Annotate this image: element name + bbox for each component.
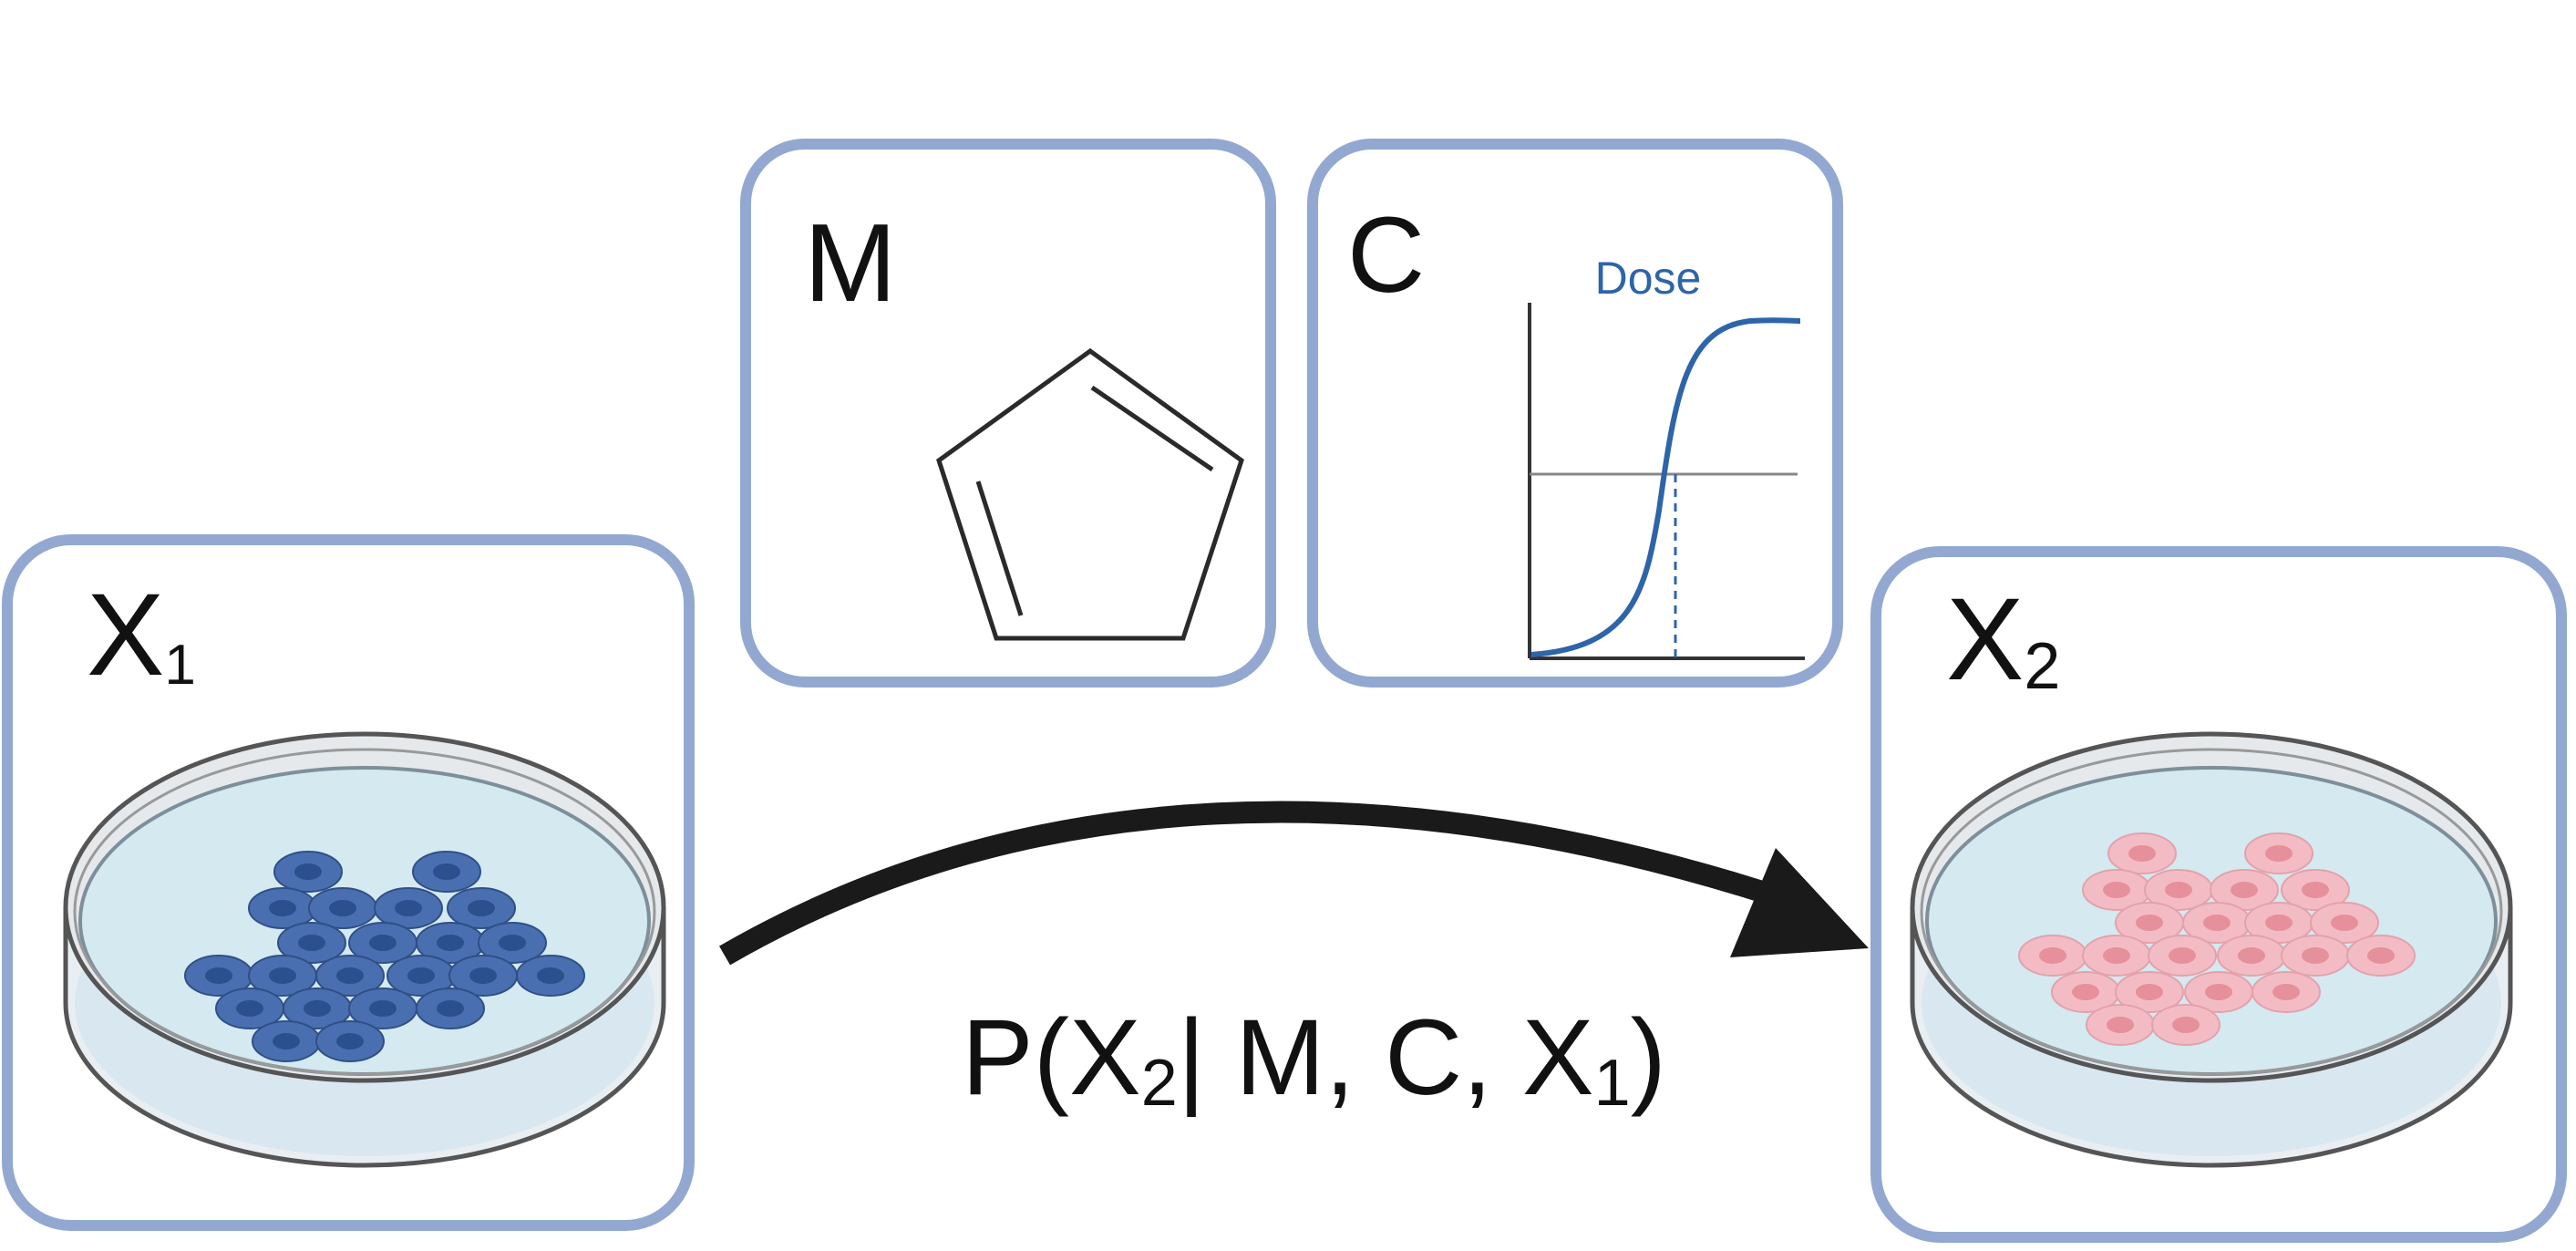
cell-icon (315, 1020, 385, 1062)
panel-m: M (740, 139, 1276, 688)
cell-icon (2184, 971, 2253, 1013)
cell-icon (374, 887, 443, 929)
formula-x2-letter: X (1069, 998, 1141, 1118)
cell-icon (2086, 1004, 2155, 1046)
sigmoid-curve (1530, 317, 1801, 657)
cell-icon (283, 987, 352, 1029)
cell-icon (308, 887, 377, 929)
cell-icon (447, 887, 516, 929)
formula-x2-sub: 2 (1141, 1047, 1178, 1120)
cell-icon (315, 955, 385, 997)
panel-m-letter: M (804, 201, 897, 325)
cell-icon (348, 922, 417, 964)
transition-arrow-icon (718, 801, 1869, 966)
panel-c: C Dose (1307, 139, 1843, 688)
cell-icon (2082, 869, 2151, 911)
cell-icon (2018, 935, 2087, 977)
formula-x1-letter: X (1522, 998, 1594, 1118)
petri-dish-icon (1910, 731, 2513, 1168)
cell-icon (2281, 935, 2350, 977)
cell-icon (2310, 902, 2379, 944)
cell-icon (273, 851, 343, 893)
cell-icon (2251, 971, 2321, 1013)
cell-icon (2217, 935, 2286, 977)
svg-text:X1: X1 (87, 570, 196, 700)
cell-icon (478, 922, 547, 964)
panel-x1: X1 (2, 534, 695, 1231)
panel-x2-letter: X (1946, 574, 2024, 705)
cell-icon (252, 1020, 321, 1062)
cell-icon (248, 955, 317, 997)
blue-cells-icon (184, 851, 585, 1062)
formula-close: ) (1631, 998, 1666, 1118)
panel-x2: X2 (1870, 546, 2567, 1243)
panel-c-letter: C (1347, 195, 1425, 315)
cell-icon (448, 955, 518, 997)
cell-icon (516, 955, 585, 997)
cell-icon (184, 955, 253, 997)
panel-c-frame (1307, 139, 1843, 688)
cell-icon (2281, 869, 2350, 911)
cyclopentadiene-icon (936, 347, 1244, 641)
cell-icon (386, 955, 456, 997)
panel-x2-subscript: 2 (2024, 630, 2060, 703)
dose-curve-label: Dose (1595, 253, 1702, 304)
cell-icon (412, 851, 481, 893)
conditional-probability-formula: P(X2| M, C, X1) (962, 998, 1666, 1120)
cell-icon (277, 922, 346, 964)
cell-icon (2151, 1004, 2221, 1046)
cell-icon (2115, 971, 2184, 1013)
formula-p-open: P( (962, 998, 1069, 1118)
formula-mid: | M, C, (1178, 998, 1522, 1118)
cell-icon (2082, 935, 2151, 977)
svg-text:X2: X2 (1946, 574, 2060, 705)
cell-icon (416, 987, 485, 1029)
cell-icon (2107, 832, 2177, 874)
panel-x1-subscript: 1 (164, 634, 195, 697)
cell-icon (2115, 902, 2184, 944)
cell-icon (2346, 935, 2416, 977)
cell-icon (2148, 935, 2217, 977)
formula-x1-sub: 1 (1594, 1047, 1631, 1120)
petri-dish-icon (63, 731, 666, 1168)
panel-x1-letter: X (87, 570, 164, 700)
pink-cells-icon (2018, 832, 2416, 1046)
cell-icon (2244, 832, 2313, 874)
dose-response-chart-icon (1528, 303, 1805, 660)
